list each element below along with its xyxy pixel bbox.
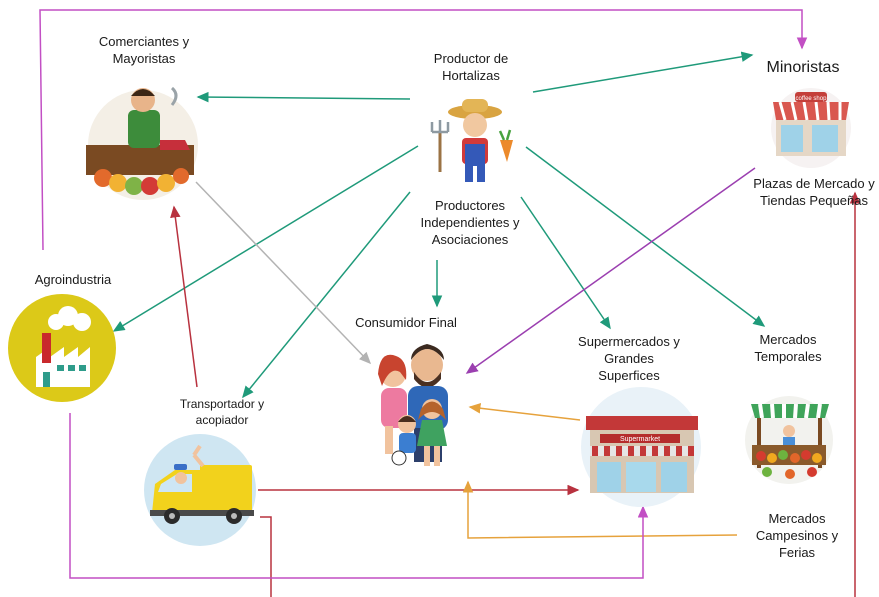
node-agroindustria-label: Agroindustria	[22, 271, 124, 288]
label-line: Ferias	[778, 545, 816, 560]
label-line: Comerciantes y	[98, 34, 190, 49]
node-transportador-label: Transportador y acopiador	[166, 396, 278, 428]
label-line: Mercados	[768, 511, 826, 526]
node-plazas-label: Plazas de Mercado y Tiendas Pequeñas	[745, 175, 879, 209]
label-line: Mayoristas	[112, 51, 176, 66]
arrow-agroindustria-supermercados	[69, 413, 649, 579]
label-line: Supermercados y	[578, 334, 680, 349]
supermarket-icon: Supermarket	[581, 387, 701, 507]
arrow-productor-transportador	[242, 191, 411, 399]
arrow-productor-mercados-temporales	[525, 146, 766, 327]
label-line: Mercados	[759, 332, 817, 347]
label-line: Asociaciones	[431, 232, 509, 247]
merchant-stall-icon	[86, 86, 198, 200]
label-line: Hortalizas	[442, 68, 500, 83]
farmer-icon	[430, 99, 513, 182]
label-line: Campesinos y	[755, 528, 839, 543]
arrow-productor-supermercados	[520, 196, 611, 330]
label-line: acopiador	[195, 413, 249, 427]
arrow-comerciantes-consumidor	[195, 181, 372, 365]
label-line: Tiendas Pequeñas	[760, 193, 868, 208]
arrow-plazas-consumidor	[465, 167, 756, 374]
market-stand-icon	[745, 396, 833, 484]
label-line: Temporales	[754, 349, 822, 364]
arrow-productor-comerciantes	[196, 91, 411, 103]
shop-sign-text: coffee shop	[796, 96, 828, 102]
node-productores-indep-label: Productores Independientes y Asociacione…	[410, 197, 530, 248]
arrow-supermercados-consumidor	[468, 403, 581, 421]
arrow-productor-minoristas	[532, 51, 754, 93]
node-mercados-temporales-label: Mercados Temporales	[738, 331, 838, 365]
arrow-agroindustria-minoristas	[39, 9, 808, 251]
arrow-productor-agroindustria	[112, 145, 419, 332]
label-line: Consumidor Final	[355, 315, 457, 330]
line-transportador-bottom	[260, 516, 272, 597]
label-line: Agroindustria	[34, 272, 112, 287]
delivery-truck-icon	[144, 434, 256, 546]
label-line: Transportador y	[179, 397, 265, 411]
label-line: Productor de	[433, 51, 509, 66]
arrow-transportador-comerciantes	[170, 205, 198, 388]
factory-icon	[8, 294, 116, 402]
label-line: Independientes y	[420, 215, 520, 230]
label-line: Plazas de Mercado y	[753, 176, 875, 191]
label-line: Productores	[434, 198, 506, 213]
supermarket-sign-text: Supermarket	[620, 436, 660, 443]
node-mercados-campesinos-label: Mercados Campesinos y Ferias	[738, 510, 856, 561]
node-consumidor-label: Consumidor Final	[345, 314, 467, 331]
family-icon	[378, 344, 448, 466]
node-supermercados-label: Supermercados y Grandes Superfices	[567, 333, 691, 384]
arrow-campesinos-consumidor	[462, 480, 738, 539]
node-comerciantes-label: Comerciantes y Mayoristas	[85, 33, 203, 67]
label-line: Grandes	[604, 351, 654, 366]
label-line: Minoristas	[766, 59, 840, 76]
node-productor-label: Productor de Hortalizas	[415, 50, 527, 84]
label-line: Superfices	[598, 368, 660, 383]
node-minoristas-label: Minoristas	[753, 58, 853, 77]
coffee-shop-icon: coffee shop	[771, 88, 851, 168]
